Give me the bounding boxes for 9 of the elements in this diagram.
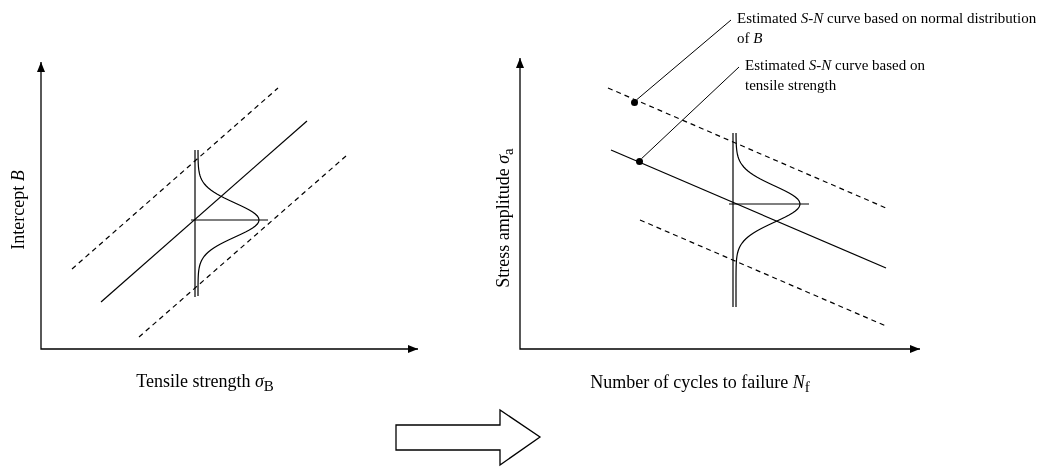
annotation-text: Estimated S-N curve based on normal distribution of B — [737, 8, 1047, 48]
axis-label: Number of cycles to failure N$_{f}$ — [590, 371, 810, 397]
data-point — [630, 98, 638, 106]
data-point — [635, 157, 643, 165]
axis-label: Intercept B — [7, 170, 29, 250]
axis-label: Tensile strength σ$_{B}$ — [136, 370, 274, 396]
leader-line — [641, 66, 740, 160]
annotation-text: Estimated S-N curve based on tensile strength — [745, 55, 965, 95]
leader-line — [636, 19, 732, 101]
